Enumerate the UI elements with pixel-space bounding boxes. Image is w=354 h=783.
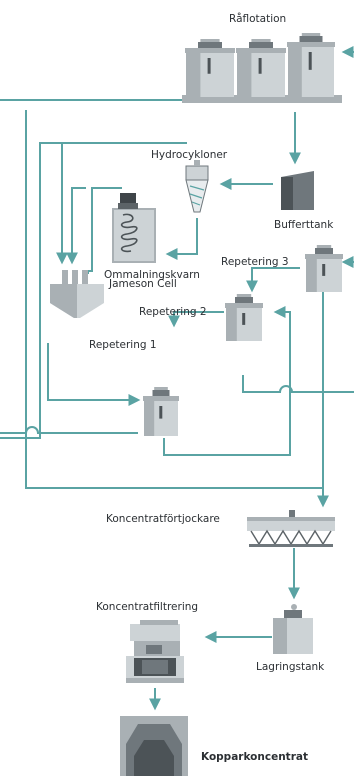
pipe-rep1-right [163,306,291,456]
label-ommalningskvarn: Ommalningskvarn [104,269,200,281]
label-raflotation: Råflotation [229,13,287,25]
flotation-tanks [143,245,343,436]
pipe-hydro-to-jameson [66,187,86,265]
label-hydrocykloner: Hydrocykloner [151,149,228,161]
raflotation-cell-1 [185,39,235,97]
pipe-to-thickener [25,110,323,489]
label-repetering1: Repetering 1 [89,339,157,351]
label-kopparkoncentrat: Kopparkoncentrat [201,751,308,763]
repetering2-tank [225,294,263,341]
label-repetering2: Repetering 2 [139,306,207,318]
kopparkoncentrat-silo [120,716,188,776]
pipe-jameson-to-rep1 [47,343,141,406]
pipe-rep2-to-rep1 [168,311,224,328]
raflotation-cell-2 [236,39,286,97]
label-koncentratfortjockare: Koncentratförtjockare [106,513,220,525]
ommalningskvarn-mill [112,193,156,263]
pipe-rep2-right-loop [242,375,354,393]
lagringstank-tank [273,604,313,654]
label-lagringstank: Lagringstank [256,661,325,673]
bufferttank [281,171,314,210]
pipe-left-loop [0,426,138,434]
repetering1-tank [143,387,179,436]
label-repetering3: Repetering 3 [221,256,289,268]
label-jameson-cell: Jameson Cell [109,278,177,290]
raflotation-cell-3 [287,33,335,97]
repetering3-tank [305,245,343,292]
raflotation-cells [182,33,342,103]
hydrocyclone [185,160,209,213]
label-bufferttank: Bufferttank [274,219,334,231]
pipes [0,46,354,711]
pipe-hydrocykloner-to-left [0,142,187,439]
koncentratfortjockare-thickener [247,510,335,547]
pipe-hydrocykloner-to-kvarn [165,218,198,260]
jameson-cell [50,270,104,318]
label-koncentratfiltrering: Koncentratfiltrering [96,601,199,613]
raflotation-base [182,95,342,103]
koncentratfiltrering-filter-press [126,620,184,683]
pipe-rep3-to-rep2 [246,267,300,293]
